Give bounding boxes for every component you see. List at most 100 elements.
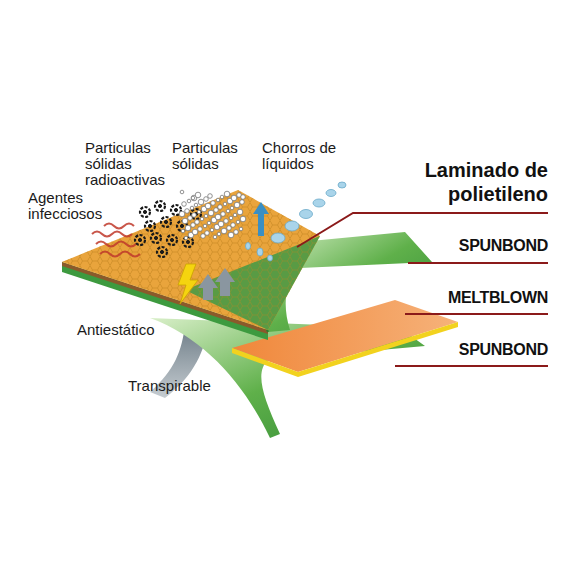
breathable-arrow: [198, 274, 218, 300]
meltblown-edge: [232, 348, 298, 377]
solid-particle: [191, 223, 196, 228]
solid-particle: [213, 235, 217, 239]
leader-line: [395, 365, 548, 367]
solid-particle: [208, 194, 213, 199]
radioactive-core: [174, 208, 177, 211]
solid-particle: [195, 192, 201, 198]
solid-particle: [224, 219, 229, 224]
solid-particle: [185, 225, 191, 231]
solid-particle: [200, 217, 204, 221]
meltblown-edge: [298, 322, 458, 377]
layer-name: Laminado de polietileno: [413, 158, 548, 206]
solid-particle: [204, 197, 209, 202]
radioactive-core: [164, 220, 167, 223]
solid-particle: [240, 200, 245, 205]
radioactive-particle: [161, 217, 171, 227]
solid-particle: [215, 214, 221, 220]
solid-particle: [218, 205, 223, 210]
solid-particle: [207, 221, 211, 225]
solid-particle: [223, 202, 227, 206]
solid-particle: [179, 211, 185, 217]
leader-lines: [297, 213, 548, 366]
solid-particle: [224, 191, 230, 197]
solid-particle: [198, 227, 203, 232]
layer-name: SPUNBOND: [459, 236, 548, 256]
solid-particle: [221, 228, 227, 234]
radioactive-core: [186, 240, 189, 243]
solid-particle: [239, 227, 243, 231]
solid-particles: [179, 190, 246, 240]
solid-particle: [220, 195, 224, 199]
solid-particle: [210, 228, 214, 232]
property-label: Transpirable: [128, 378, 211, 394]
leader-line: [408, 262, 548, 264]
infectious-agents: [92, 224, 140, 257]
radioactive-particle: [140, 207, 150, 217]
solid-particle: [197, 210, 201, 214]
hazard-label: Particulas sólidas: [172, 140, 247, 172]
solid-particle: [229, 216, 233, 220]
radioactive-core: [154, 236, 157, 239]
breathable-arrow: [215, 268, 235, 296]
solid-particle: [233, 213, 237, 217]
hazard-label: Chorros de líquidos: [262, 140, 350, 172]
solid-particle: [240, 216, 246, 222]
solid-particle: [205, 231, 210, 236]
solid-particle: [205, 203, 211, 209]
solid-particle: [217, 232, 221, 236]
solid-particle: [195, 220, 200, 225]
solid-particle: [194, 203, 198, 207]
repel-arrow: [253, 202, 269, 236]
layer-name: MELTBLOWN: [448, 288, 548, 308]
solid-particle: [208, 210, 214, 216]
solid-particle: [191, 196, 195, 200]
radioactive-core: [160, 250, 163, 253]
solid-particle: [182, 218, 188, 224]
solid-particle: [216, 198, 220, 202]
solid-particle: [185, 209, 190, 214]
solid-particle: [236, 220, 240, 224]
property-label: Antiestático: [77, 322, 155, 338]
solid-particle: [234, 230, 239, 235]
solid-particle: [203, 224, 207, 228]
radioactive-core: [170, 238, 173, 241]
radioactive-particle: [183, 237, 193, 247]
radioactive-particle: [157, 247, 167, 257]
solid-particle: [180, 190, 184, 194]
hazard-label: Agentes infecciosos: [28, 190, 110, 222]
solid-particle: [241, 195, 246, 200]
solid-particle: [184, 236, 188, 240]
solid-particle: [211, 201, 216, 206]
solid-particle: [198, 199, 204, 205]
solid-particle: [192, 213, 197, 218]
solid-particle: [230, 206, 234, 210]
hazard-label: Particulas sólidas radioactivas: [85, 140, 175, 188]
solid-particle: [228, 232, 234, 238]
solid-particle: [226, 209, 230, 213]
antistatic-bolt: [178, 264, 198, 304]
radioactive-particle: [135, 235, 145, 245]
solid-particle: [227, 226, 232, 231]
solid-particle: [218, 221, 224, 227]
radioactive-core: [143, 210, 146, 213]
layer-name: SPUNBOND: [459, 340, 548, 360]
solid-particle: [182, 202, 187, 207]
leader-line: [405, 313, 548, 315]
radioactive-core: [148, 224, 151, 227]
solid-particle: [190, 206, 194, 210]
liquid-droplets: [246, 182, 347, 261]
radioactive-core: [180, 224, 183, 227]
radioactive-particles: [135, 201, 201, 257]
laminate-green-fold: [185, 236, 320, 330]
solid-particle: [192, 229, 198, 235]
solid-particle: [231, 195, 237, 201]
solid-particle: [187, 199, 191, 203]
radioactive-particle: [151, 233, 161, 243]
solid-particle: [237, 209, 243, 215]
solid-particle: [204, 214, 208, 218]
solid-particle: [231, 223, 236, 228]
radioactive-particle: [167, 235, 177, 245]
solid-particle: [221, 212, 226, 217]
solid-particle: [181, 229, 185, 233]
radioactive-core: [158, 204, 161, 207]
